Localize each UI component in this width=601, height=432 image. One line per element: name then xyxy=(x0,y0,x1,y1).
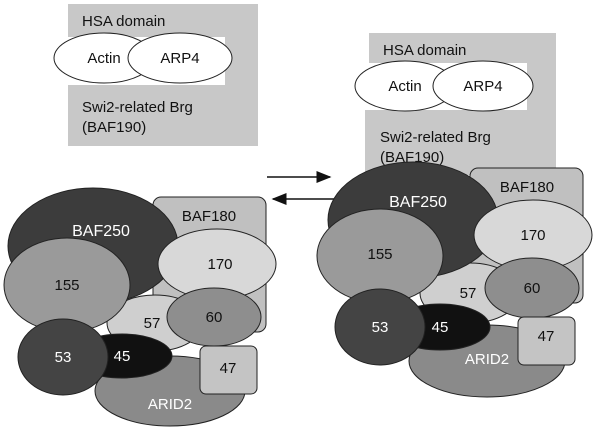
left-155-label: 155 xyxy=(54,277,79,294)
right-arp4-label: ARP4 xyxy=(463,78,502,95)
left-60-label: 60 xyxy=(206,309,223,326)
right-47-box xyxy=(517,316,576,366)
right-57-label: 57 xyxy=(460,285,477,302)
right-arid2-label: ARID2 xyxy=(465,351,509,368)
right-baf180-label: BAF180 xyxy=(500,179,554,196)
right-53-label: 53 xyxy=(372,319,389,336)
right-53-ellipse xyxy=(334,288,426,366)
left-57-label: 57 xyxy=(144,315,161,332)
right-swi2-label-line1: Swi2-related Brg xyxy=(380,129,491,146)
right-actin-label: Actin xyxy=(388,78,421,95)
right-complex: HSA domain Swi2-related Brg (BAF190) Act… xyxy=(316,33,593,398)
right-swi2-label-line2: (BAF190) xyxy=(380,149,444,166)
left-47-label: 47 xyxy=(220,360,237,377)
right-155-label: 155 xyxy=(367,246,392,263)
left-47-box xyxy=(199,345,258,395)
right-arp4-ellipse xyxy=(432,60,534,112)
right-baf250-label: BAF250 xyxy=(389,194,447,211)
left-170-label: 170 xyxy=(207,256,232,273)
right-170-label: 170 xyxy=(520,227,545,244)
left-45-label: 45 xyxy=(114,348,131,365)
left-53-label: 53 xyxy=(55,349,72,366)
left-baf180-label: BAF180 xyxy=(182,208,236,225)
left-complex: HSA domain Swi2-related Brg (BAF190) Act… xyxy=(3,4,277,427)
equilibrium-arrows xyxy=(267,171,336,205)
left-arid2-label: ARID2 xyxy=(148,396,192,413)
left-53-ellipse xyxy=(17,318,109,396)
left-actin-label: Actin xyxy=(87,50,120,67)
left-swi2-label-line1: Swi2-related Brg xyxy=(82,99,193,116)
right-45-label: 45 xyxy=(432,319,449,336)
left-hsa-swi2-frame xyxy=(68,4,258,146)
left-arp4-label: ARP4 xyxy=(160,50,199,67)
right-60-label: 60 xyxy=(524,280,541,297)
right-hsa-label: HSA domain xyxy=(383,42,466,59)
left-hsa-label: HSA domain xyxy=(82,13,165,30)
right-47-label: 47 xyxy=(538,328,555,345)
right-hsa-swi2-frame xyxy=(365,33,556,175)
left-arp4-ellipse xyxy=(127,32,233,84)
left-swi2-label-line2: (BAF190) xyxy=(82,119,146,136)
left-baf250-label: BAF250 xyxy=(72,223,130,240)
